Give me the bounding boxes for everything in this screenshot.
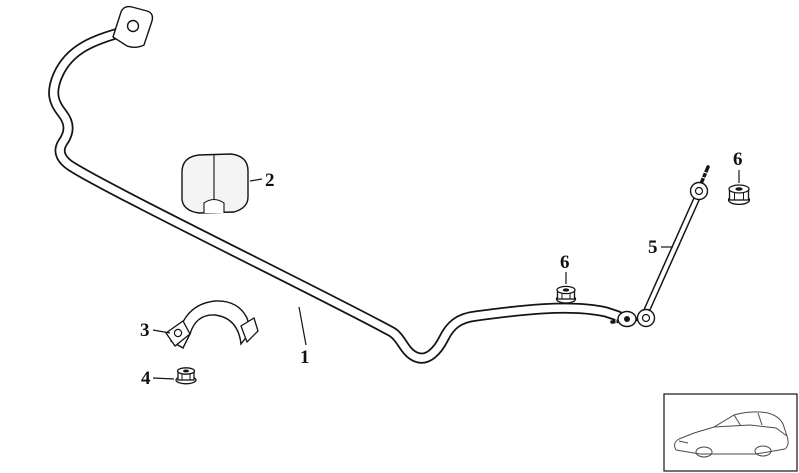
stabilizer-bracket [165, 300, 259, 349]
callout-leaders [152, 170, 740, 380]
car-thumbnail-icon [663, 393, 798, 472]
stabilizer-bushing [181, 153, 249, 214]
stabilizer-link-bottom-joint [636, 308, 656, 328]
leader-3 [152, 329, 171, 334]
callout-5: 5 [648, 237, 658, 258]
callout-1: 1 [300, 347, 310, 368]
callout-2: 2 [265, 170, 275, 191]
callout-4: 4 [141, 368, 151, 389]
hex-nut-top [727, 184, 751, 206]
leader-1 [298, 306, 307, 346]
stabilizer-link-top-joint [689, 181, 709, 201]
callout-3: 3 [140, 320, 150, 341]
leader-4 [152, 377, 175, 380]
stabilizer-link-rod [642, 194, 701, 316]
stabilizer-bar [48, 26, 624, 364]
callout-6-top: 6 [733, 149, 743, 170]
stabilizer-bar-eye [617, 310, 637, 328]
flange-nut-4 [175, 367, 197, 385]
callout-6-middle: 6 [560, 252, 570, 273]
hex-nut-middle [555, 285, 577, 304]
stabilizer-bar-end-tab [112, 5, 154, 48]
leader-2 [249, 178, 263, 182]
